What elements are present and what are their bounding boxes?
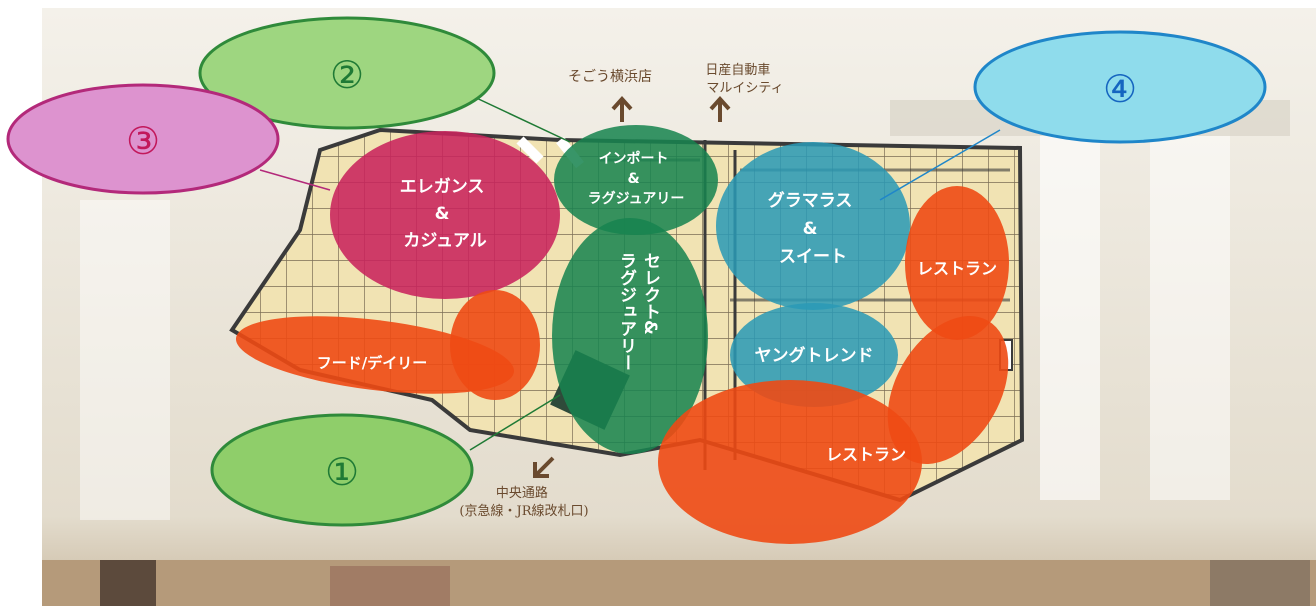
direction-nissan-line-2: マルイシティ	[706, 81, 783, 96]
zone-food-daily[interactable]: フード/デイリー	[232, 290, 540, 407]
direction-central[interactable]: 中央通路 (京急線・JR線改札口)	[459, 456, 589, 519]
callout-1-label: ①	[325, 450, 359, 494]
callout-1[interactable]: ①	[210, 413, 474, 527]
direction-central-line-2: (京急線・JR線改札口)	[459, 503, 588, 519]
zone-import-line-2: &	[627, 171, 639, 187]
svg-text:ラグジュアリー: ラグジュアリー	[616, 252, 637, 371]
zone-select-line-2: ラグジュアリー	[616, 252, 637, 371]
zone-import-line-3: ラグジュアリー	[588, 190, 685, 207]
zone-elegance-line-3: カジュアル	[403, 231, 486, 251]
direction-central-line-1: 中央通路	[496, 485, 548, 501]
callout-4-label: ④	[1103, 67, 1137, 111]
svg-text:インポート & ラグジュアリー: インポート & ラグジュアリー	[588, 150, 685, 207]
svg-text:グラマラス & スイート: グラマラス & スイート	[768, 190, 859, 267]
zone-restaurant-bottom[interactable]: レストラン	[658, 295, 1033, 544]
direction-sogo-label: そごう横浜店	[568, 69, 652, 85]
svg-text:中央通路 (京急線・JR線改札口): 中央通路 (京急線・JR線改札口)	[459, 485, 588, 519]
zone-select-luxury[interactable]: セレクト& ラグジュアリー	[552, 218, 708, 454]
callout-3-label: ③	[126, 119, 160, 163]
zone-young-label: ヤングトレンド	[755, 345, 874, 366]
callout-2[interactable]: ②	[198, 16, 496, 130]
direction-sogo[interactable]: そごう横浜店	[568, 69, 652, 122]
zone-import-line-1: インポート	[599, 150, 669, 167]
up-arrow-icon	[611, 96, 633, 122]
zone-restaurant-right[interactable]: レストラン	[905, 186, 1009, 340]
zone-restaurant-bottom-label: レストラン	[826, 445, 906, 464]
zone-select-line-1: セレクト&	[640, 252, 661, 335]
zone-glamorous-line-3: スイート	[779, 247, 847, 267]
callout-3[interactable]: ③	[6, 83, 280, 195]
zone-elegance-line-1: エレガンス	[400, 177, 485, 197]
direction-nissan[interactable]: 日産自動車 マルイシティ	[705, 62, 784, 122]
down-left-arrow-icon	[533, 456, 555, 478]
callout-leaders	[259, 94, 1001, 451]
zone-elegance-line-2: &	[435, 204, 450, 224]
zone-elegance-casual[interactable]: エレガンス & カジュアル	[330, 131, 560, 299]
svg-text:セレクト&: セレクト&	[640, 252, 661, 335]
up-arrow-icon	[709, 96, 731, 122]
zone-glamorous-line-1: グラマラス	[768, 190, 853, 211]
zone-import-luxury[interactable]: インポート & ラグジュアリー	[554, 125, 718, 235]
zone-food-label: フード/デイリー	[317, 354, 427, 372]
direction-nissan-line-1: 日産自動車	[705, 62, 770, 78]
callout-4[interactable]: ④	[973, 30, 1267, 144]
callout-2-label: ②	[330, 53, 364, 97]
zone-glamorous-line-2: &	[803, 219, 818, 239]
svg-text:エレガンス & カジュアル: エレガンス & カジュアル	[400, 177, 491, 251]
svg-text:日産自動車 マルイシティ: 日産自動車 マルイシティ	[705, 62, 783, 96]
zone-restaurant-right-label: レストラン	[917, 259, 997, 278]
zone-glamorous-sweet[interactable]: グラマラス & スイート	[716, 142, 910, 310]
